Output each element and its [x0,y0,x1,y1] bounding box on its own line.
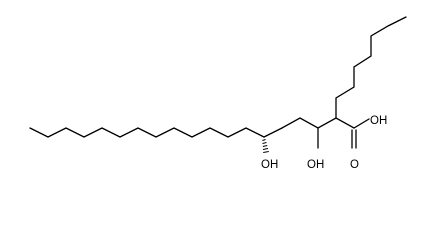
carboxylic-acid: OH O [350,115,387,171]
hydroxyl-label-1: OH [261,159,278,171]
carboxyl-oh-label: OH [370,115,387,127]
dodecyl-chain-bonds [29,127,265,138]
hashed-wedge-bond [262,139,269,153]
carboxyl-oh-bond [353,118,370,129]
hydroxyl-label-2: OH [307,159,324,171]
hexyl-chain-bonds [335,16,407,119]
backbone-bond [263,127,283,138]
hexyl-chain [335,16,407,119]
backbone-bonds [281,117,355,129]
backbone: OH [281,117,355,171]
stereocenter: OH [261,127,283,171]
carbonyl-o-label: O [350,159,359,171]
chemical-structure: OH OH OH O [29,16,407,171]
dodecyl-chain [29,127,265,138]
